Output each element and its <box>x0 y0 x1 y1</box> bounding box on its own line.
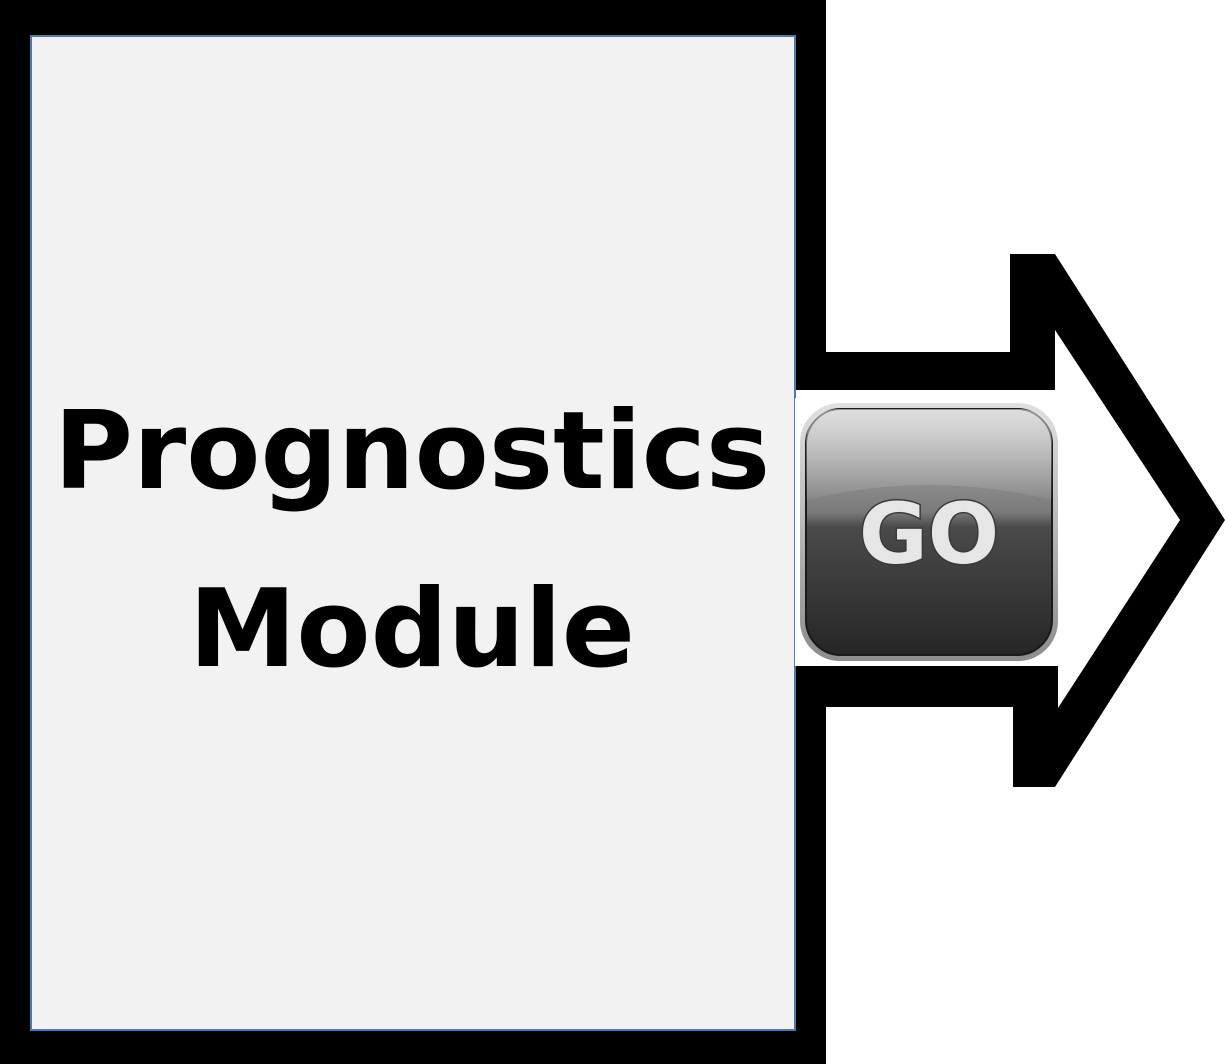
go-icon-label: GO <box>859 485 999 583</box>
go-button-shine <box>806 409 1052 500</box>
module-panel <box>30 35 796 1031</box>
module-title-line1: Prognostics <box>54 389 770 514</box>
go-button[interactable]: GO <box>795 398 1058 666</box>
module-title-line2: Module <box>189 567 635 692</box>
